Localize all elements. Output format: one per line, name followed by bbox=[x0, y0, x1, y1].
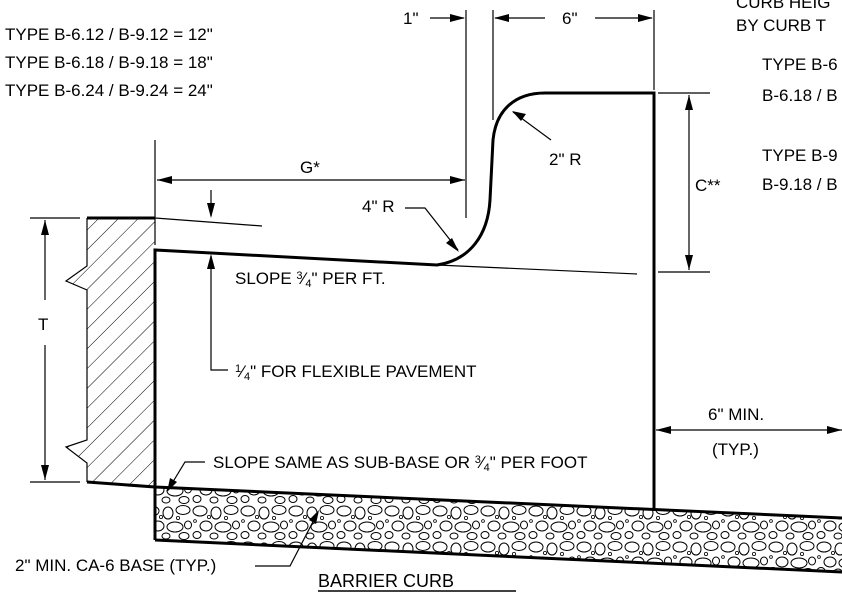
g-arrow-right bbox=[450, 176, 465, 184]
six-inch-arrow-left bbox=[494, 14, 509, 22]
t-arrow-bottom bbox=[41, 465, 49, 480]
one-inch-arrow bbox=[450, 14, 465, 22]
subbase-frac-num: 3 bbox=[475, 454, 481, 466]
type-b9-line1: TYPE B-9 bbox=[762, 146, 838, 165]
typ-label: (TYP.) bbox=[712, 440, 759, 459]
base-note: 2" MIN. CA-6 BASE (TYP.) bbox=[15, 556, 216, 575]
subbase-arrow bbox=[167, 478, 177, 492]
flex-frac-num: 1 bbox=[235, 363, 241, 375]
four-r-leader bbox=[405, 207, 459, 251]
curb-height-note-line1: CURB HEIG bbox=[736, 0, 830, 12]
g-arrow-left bbox=[157, 176, 172, 184]
type-b9-line2: B-9.18 / B bbox=[762, 175, 838, 194]
two-r-label: 2" R bbox=[549, 150, 582, 169]
one-inch-label: 1" bbox=[403, 9, 419, 28]
quarter-top-arrow bbox=[207, 203, 215, 218]
type-b6-line2: B-6.18 / B bbox=[762, 86, 838, 105]
slope-frac-num: 3 bbox=[296, 270, 302, 282]
subbase-frac-bar: ⁄ bbox=[477, 453, 487, 472]
flexible-pavement-note: 1⁄4" FOR FLEXIBLE PAVEMENT bbox=[235, 362, 477, 383]
curb-outline bbox=[153, 91, 656, 508]
gravel-base bbox=[155, 487, 842, 572]
c-label: C** bbox=[695, 176, 721, 195]
type-18-label: TYPE B-6.18 / B-9.18 = 18" bbox=[5, 53, 213, 72]
six-min-label: 6" MIN. bbox=[708, 405, 764, 424]
subbase-leader bbox=[167, 461, 205, 491]
c-arrow-bottom bbox=[685, 255, 693, 270]
c-arrow-top bbox=[685, 95, 693, 110]
two-r-arrow bbox=[512, 111, 526, 121]
quarter-bottom-arrow bbox=[207, 254, 215, 269]
type-24-label: TYPE B-6.24 / B-9.24 = 24" bbox=[5, 81, 213, 100]
pavement-bottom-line bbox=[86, 480, 156, 489]
gutter-slope-extension bbox=[436, 264, 638, 275]
slope-frac-den: 4 bbox=[305, 278, 311, 290]
type-12-label: TYPE B-6.12 / B-9.12 = 12" bbox=[5, 25, 213, 44]
subbase-prefix: SLOPE SAME AS SUB-BASE OR bbox=[213, 453, 475, 472]
base-top-line bbox=[154, 485, 842, 520]
quarter-leader bbox=[210, 256, 228, 371]
base-leader bbox=[255, 511, 319, 567]
base-arrow bbox=[309, 510, 319, 524]
t-arrow-top bbox=[41, 220, 49, 235]
four-r-label: 4" R bbox=[362, 197, 395, 216]
subbase-slope-note: SLOPE SAME AS SUB-BASE OR 3⁄4" PER FOOT bbox=[213, 453, 587, 474]
flex-frac-den: 4 bbox=[244, 371, 250, 383]
subbase-frac-den: 4 bbox=[484, 462, 490, 474]
six-min-arrow-left bbox=[656, 426, 671, 434]
subbase-suffix: " PER FOOT bbox=[490, 453, 588, 472]
slope-frac-bar: ⁄ bbox=[299, 269, 309, 288]
six-min-arrow-right bbox=[827, 426, 842, 434]
base-bottom-line bbox=[154, 538, 842, 574]
flex-frac-bar: ⁄ bbox=[237, 362, 247, 381]
pavement-slope-extension bbox=[154, 217, 263, 227]
pavement-break-line bbox=[64, 218, 88, 482]
flex-suffix: " FOR FLEXIBLE PAVEMENT bbox=[250, 362, 476, 381]
slope-suffix: " PER FT. bbox=[312, 269, 386, 288]
six-inch-label: 6" bbox=[562, 9, 578, 28]
t-label: T bbox=[38, 315, 48, 334]
slope-note: SLOPE 3⁄4" PER FT. bbox=[235, 269, 386, 290]
curb-height-note-line2: BY CURB T bbox=[736, 16, 826, 35]
pavement-section bbox=[66, 218, 155, 487]
slope-prefix: SLOPE bbox=[235, 269, 296, 288]
g-label: G* bbox=[300, 158, 320, 177]
four-r-arrow bbox=[446, 238, 459, 252]
six-inch-arrow-right bbox=[638, 14, 653, 22]
drawing-title: BARRIER CURB bbox=[318, 571, 454, 591]
type-b6-line1: TYPE B-6 bbox=[762, 55, 838, 74]
